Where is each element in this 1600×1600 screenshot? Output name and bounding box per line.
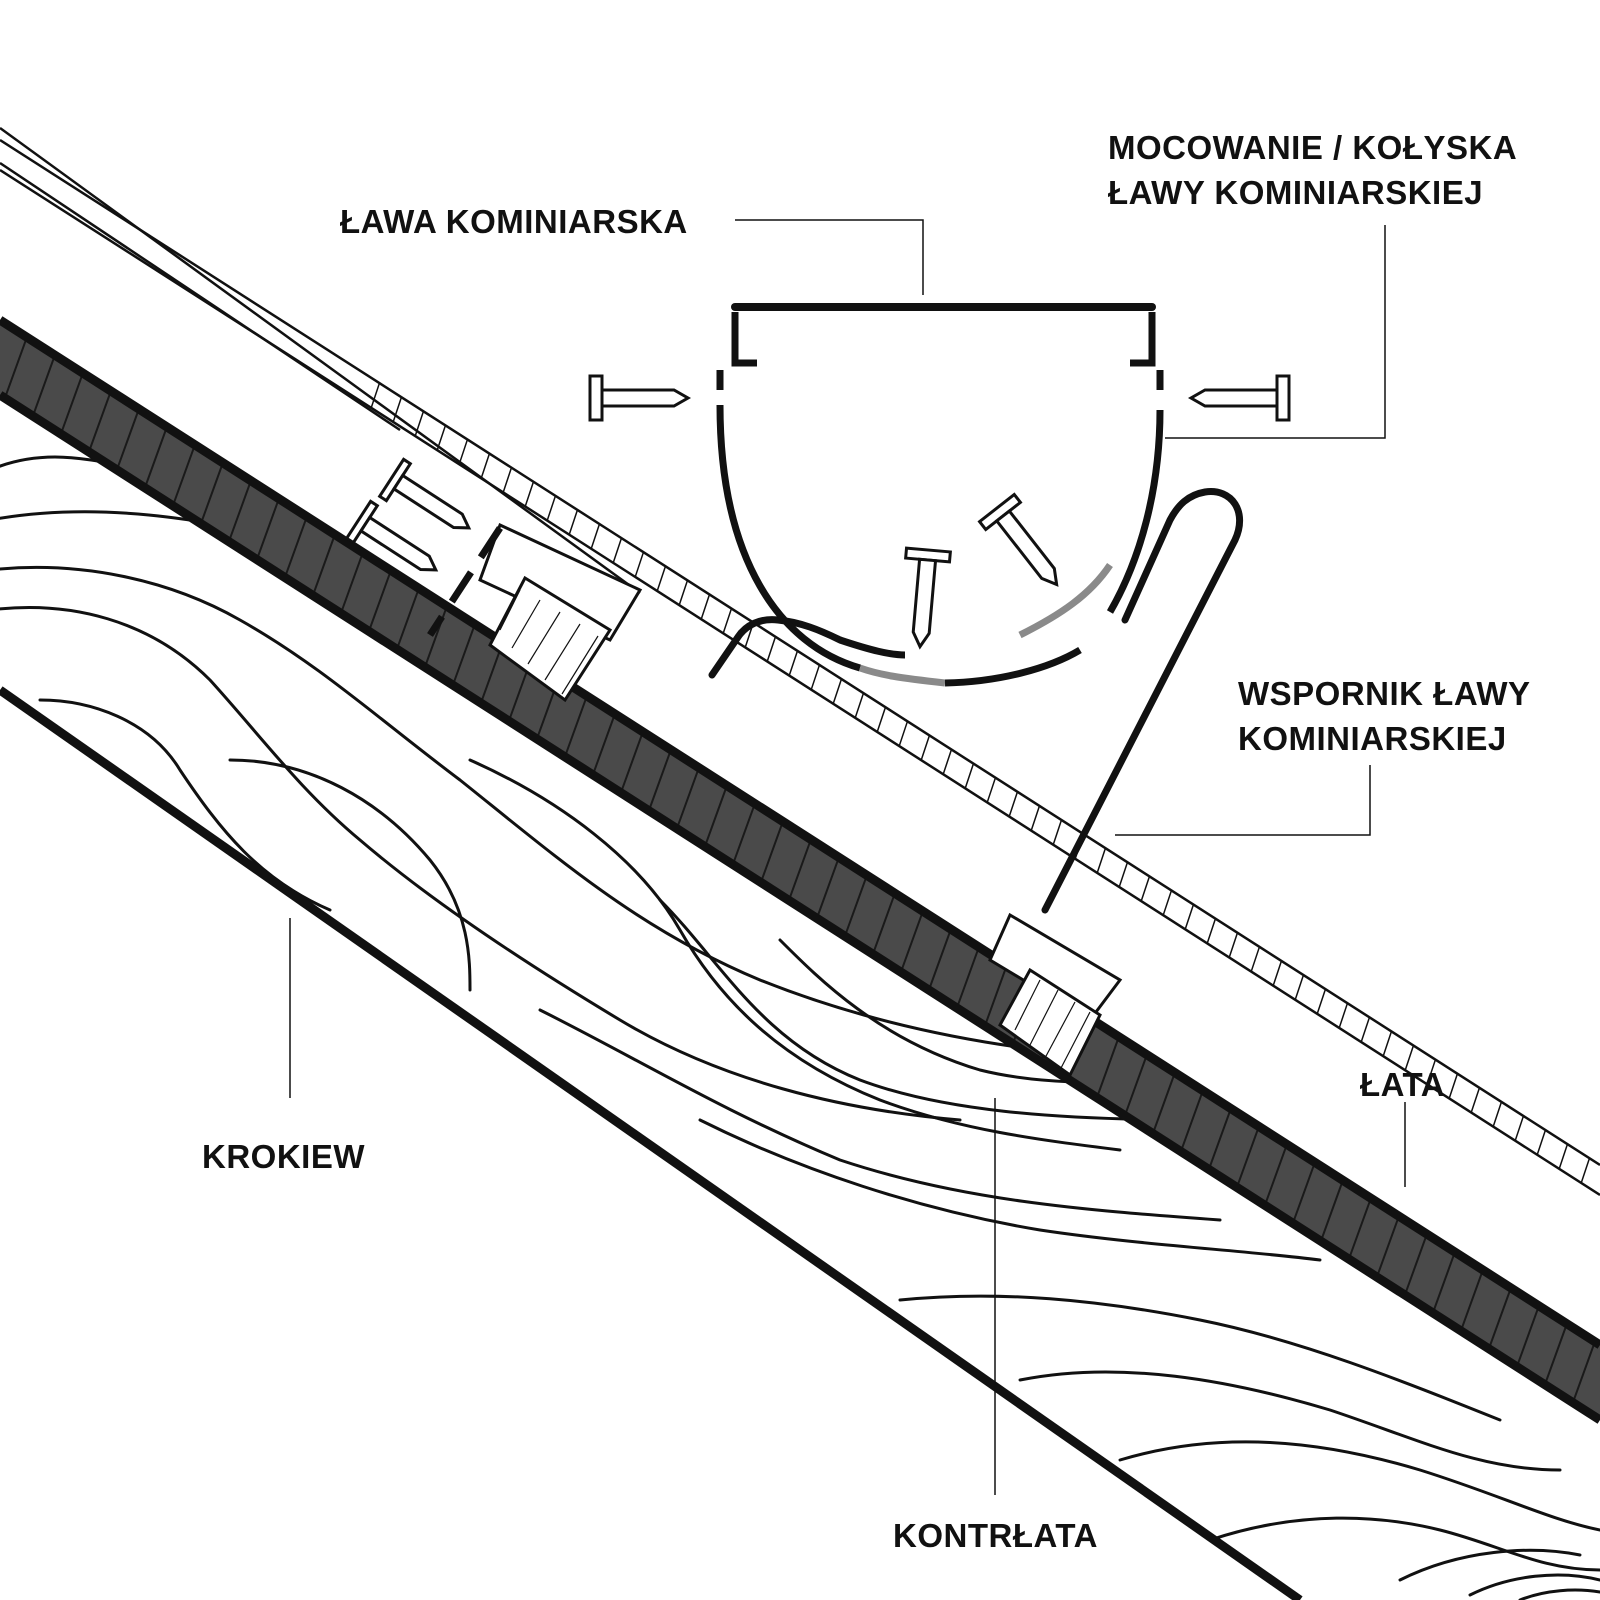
counter-batten: [0, 170, 1600, 1320]
rafter-bottom-edge: [0, 686, 1303, 1600]
rafter: [0, 395, 1600, 1600]
nail-icon: [1187, 374, 1291, 422]
nail-icon: [588, 374, 692, 422]
label-kontrlata: KONTRŁATA: [893, 1517, 1098, 1554]
label-mocowanie-line2: ŁAWY KOMINIARSKIEJ: [1108, 174, 1483, 211]
nail-icon: [344, 499, 439, 572]
nail-icon: [977, 492, 1059, 587]
nail-icon: [904, 546, 952, 650]
roof-outline: [0, 126, 641, 595]
cradle-left-block: [478, 522, 643, 703]
label-krokiew: KROKIEW: [202, 1138, 365, 1175]
cradle-dashed-indicator: [427, 526, 503, 637]
membrane-layer: [0, 316, 1600, 1424]
label-lata: ŁATA: [1360, 1066, 1445, 1103]
cradle: [716, 312, 1164, 687]
label-mocowanie-line1: MOCOWANIE / KOŁYSKA: [1108, 129, 1517, 166]
label-lawa-kominiarska: ŁAWA KOMINIARSKA: [340, 203, 688, 240]
nail-icon: [377, 457, 472, 530]
bracket-base-block: [988, 912, 1123, 1078]
label-wspornik-line2: KOMINIARSKIEJ: [1238, 720, 1507, 757]
label-wspornik-line1: WSPORNIK ŁAWY: [1238, 675, 1531, 712]
leader-lines: [289, 219, 1406, 1495]
bracket: [708, 488, 1243, 914]
